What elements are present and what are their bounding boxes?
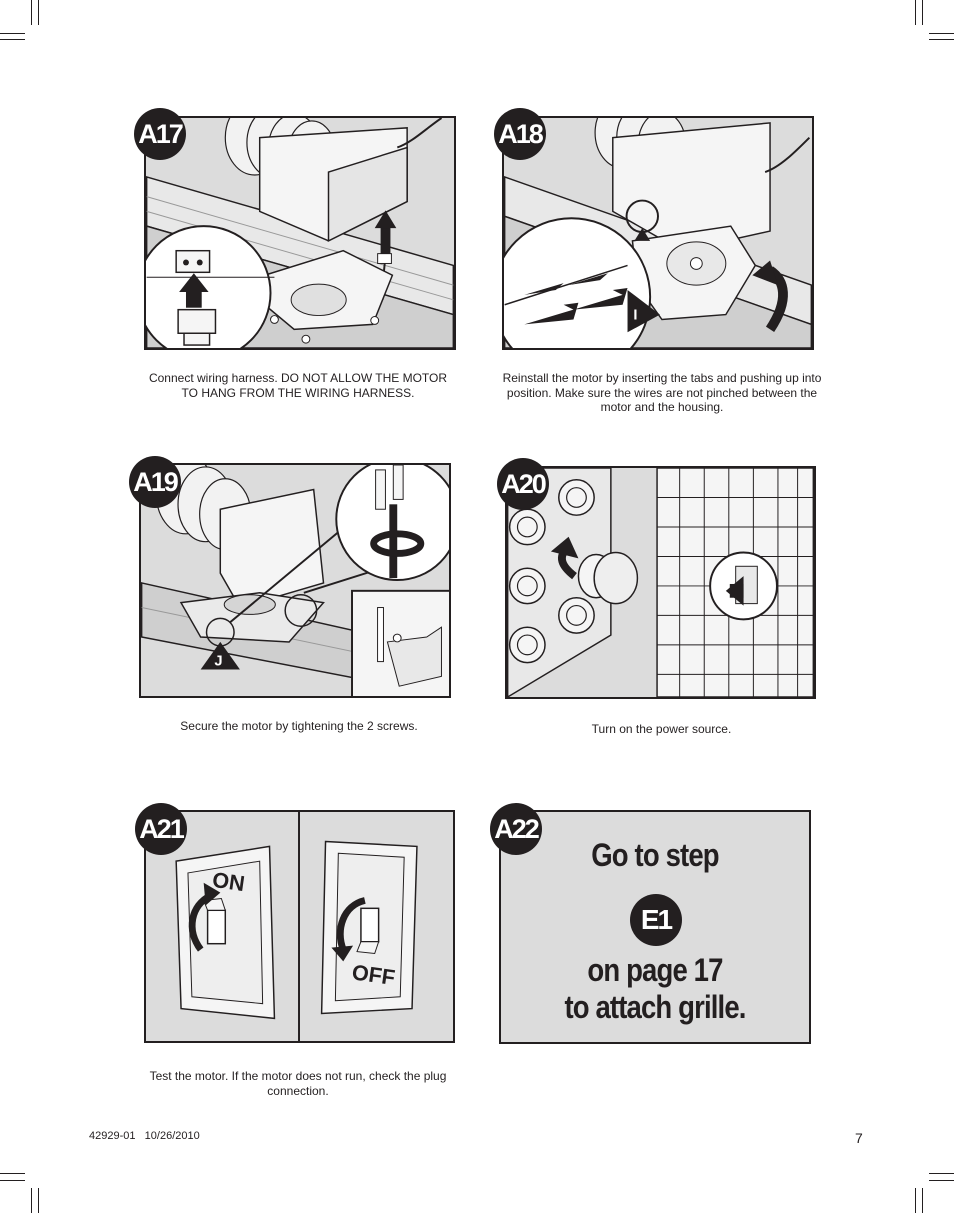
step-caption: Turn on the power source.: [591, 722, 732, 736]
step-badge: A21: [135, 803, 187, 855]
step-caption: Reinstall the motor by inserting the tab…: [502, 371, 822, 414]
callout-i: I: [633, 307, 637, 323]
reinstall-motor-illustration: I: [504, 118, 812, 348]
step-a18-illustration: I: [502, 116, 814, 350]
secure-screws-illustration: J: [141, 465, 449, 696]
step-caption: Test the motor. If the motor does not ru…: [149, 1069, 447, 1098]
step-a22-box: Go to step E1 on page 17 to attach grill…: [499, 810, 811, 1044]
callout-j: J: [214, 654, 222, 670]
step-badge: A17: [134, 108, 186, 160]
step-badge: A22: [490, 803, 542, 855]
switch-off-label: OFF: [350, 959, 396, 990]
step-badge: A19: [129, 456, 181, 508]
page-number: 7: [855, 1130, 863, 1146]
step-badge: A18: [494, 108, 546, 160]
page-ref-text: on page 17: [587, 952, 723, 988]
doc-date: 10/26/2010: [144, 1130, 200, 1142]
step-a21-illustration: ON OFF: [144, 810, 455, 1043]
power-source-illustration: [507, 468, 814, 697]
doc-footer: 42929-01 10/26/2010: [89, 1130, 200, 1142]
step-a17-illustration: [144, 116, 456, 350]
step-caption: Connect wiring harness. DO NOT ALLOW THE…: [148, 371, 448, 400]
step-a19-illustration: J: [139, 463, 451, 698]
wiring-harness-illustration: [146, 118, 454, 348]
step-badge: A20: [497, 458, 549, 510]
step-a20-illustration: [505, 466, 816, 699]
go-to-step-text: Go to step: [591, 837, 719, 873]
switch-on-label: ON: [211, 867, 247, 896]
attach-grille-text: to attach grille.: [564, 989, 746, 1025]
doc-id: 42929-01: [89, 1130, 136, 1142]
switch-test-illustration: ON OFF: [146, 812, 453, 1041]
step-caption: Secure the motor by tightening the 2 scr…: [180, 719, 418, 733]
target-step-badge[interactable]: E1: [630, 894, 682, 946]
